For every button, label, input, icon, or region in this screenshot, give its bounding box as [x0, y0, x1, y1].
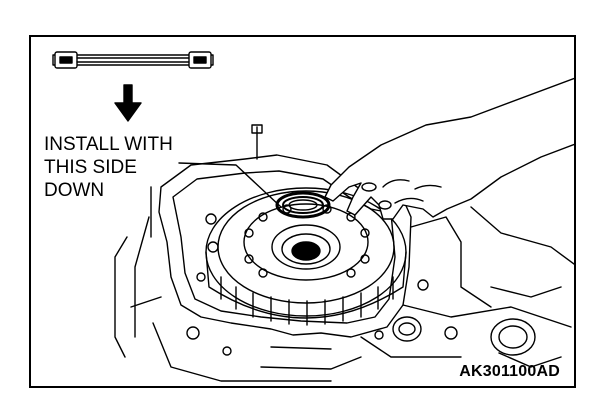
transmission-case: [114, 124, 574, 382]
clutch-drum: [205, 187, 407, 326]
illustration-frame: INSTALL WITH THIS SIDE DOWN AK301100AD: [29, 35, 576, 388]
install-instruction: INSTALL WITH THIS SIDE DOWN: [44, 133, 173, 202]
instruction-line-1: INSTALL WITH: [44, 134, 173, 155]
seal-ring: [275, 191, 331, 219]
instruction-line-3: DOWN: [44, 180, 105, 201]
seal-part-icon: [52, 51, 214, 69]
instruction-line-2: THIS SIDE: [44, 157, 137, 178]
down-arrow-icon: [114, 84, 142, 122]
transmission-illustration: [52, 51, 574, 382]
leader-line: [178, 162, 282, 208]
hand: [324, 77, 574, 220]
figure-code: AK301100AD: [459, 363, 560, 380]
